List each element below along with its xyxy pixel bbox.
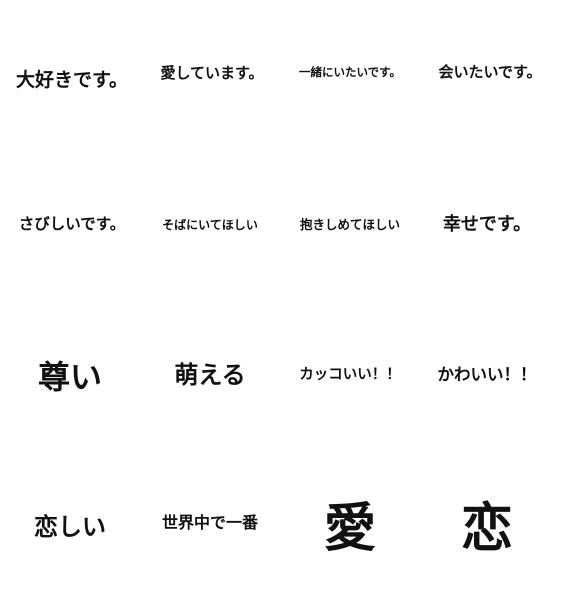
sticker-text: そばにいてほしい xyxy=(162,218,258,232)
sticker-cell[interactable]: 愛しています。 xyxy=(140,0,280,150)
sticker-cell[interactable]: 萌える xyxy=(140,300,280,450)
sticker-text: 恋しい xyxy=(34,513,106,541)
sticker-text: 抱きしめてほしい xyxy=(299,216,400,232)
sticker-text: 大好きです。 xyxy=(15,68,129,91)
sticker-cell[interactable]: 愛 xyxy=(280,450,420,600)
sticker-cell[interactable]: かわいい！！ xyxy=(420,300,560,450)
sticker-cell[interactable]: 会いたいです。 xyxy=(420,0,560,150)
sticker-cell[interactable]: 世界中で一番 xyxy=(140,450,280,600)
sticker-text: 愛 xyxy=(323,499,376,559)
sticker-cell[interactable]: 恋しい xyxy=(0,450,140,600)
sticker-text: かわいい！！ xyxy=(437,364,537,384)
sticker-cell[interactable]: カッコいい！！ xyxy=(280,300,420,450)
sticker-text: 恋 xyxy=(460,499,513,559)
sticker-text: 萌える xyxy=(174,361,246,389)
sticker-cell[interactable]: 大好きです。 xyxy=(0,0,140,150)
sticker-cell[interactable]: そばにいてほしい xyxy=(140,150,280,300)
sticker-cell[interactable]: 一緒にいたいです。 xyxy=(280,0,420,150)
sticker-text: さびしいです。 xyxy=(18,215,126,234)
sticker-text: 愛しています。 xyxy=(160,63,264,82)
sticker-cell[interactable]: 尊い xyxy=(0,300,140,450)
sticker-cell[interactable]: 幸せです。 xyxy=(420,150,560,300)
sticker-text: 世界中で一番 xyxy=(161,513,258,532)
sticker-text: 尊い xyxy=(37,358,102,396)
sticker-text: カッコいい！！ xyxy=(299,366,401,383)
sticker-cell[interactable]: 抱きしめてほしい xyxy=(280,150,420,300)
sticker-cell[interactable]: 恋 xyxy=(420,450,560,600)
sticker-text: 幸せです。 xyxy=(442,214,532,235)
sticker-cell[interactable]: さびしいです。 xyxy=(0,150,140,300)
sticker-text: 一緒にいたいです。 xyxy=(298,65,401,80)
sticker-text: 会いたいです。 xyxy=(438,62,542,81)
